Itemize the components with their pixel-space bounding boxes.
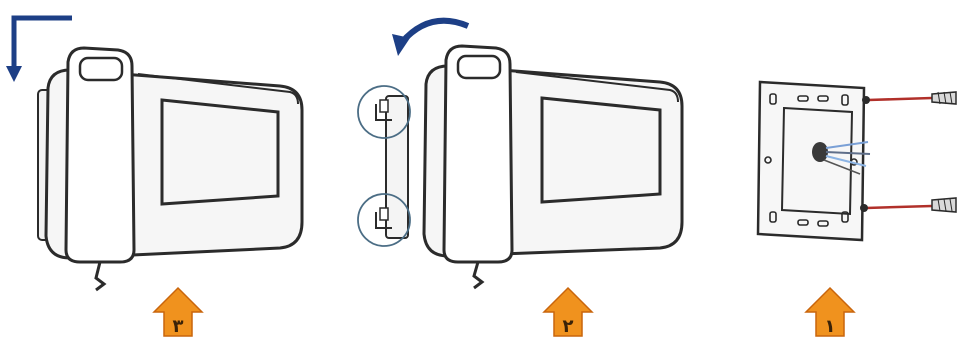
step-number: ٢ [563,316,574,337]
step-3-scene [6,18,302,290]
step-badge-3: ٣ [154,288,202,337]
step-number: ١ [825,316,836,337]
step-badge-1: ١ [806,288,854,337]
screw-top [862,92,956,104]
step-2-scene [358,21,682,288]
step-badge-2: ٢ [544,288,592,337]
intercom-monitor [46,48,302,290]
step-number: ٣ [173,316,184,337]
screw-bottom [860,198,956,212]
wall-bracket [386,96,408,238]
intercom-monitor [424,46,682,288]
step-1-scene [758,82,956,240]
